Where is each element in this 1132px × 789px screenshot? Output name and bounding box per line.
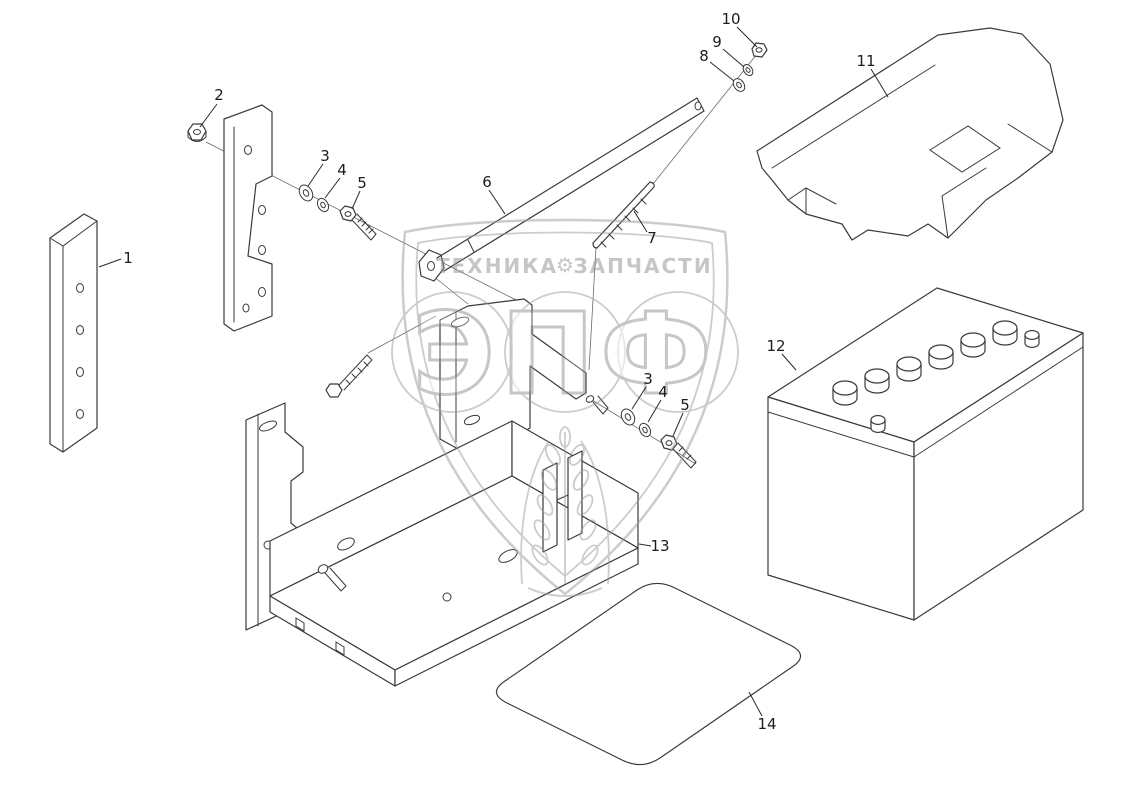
callout-4a: 4: [324, 161, 347, 199]
part-battery-cover: [756, 27, 1064, 241]
callout-3b: 3: [631, 370, 653, 410]
part-nut-10: [751, 42, 768, 58]
svg-text:3: 3: [320, 147, 330, 165]
part-nut-2: [187, 123, 207, 142]
callouts: 1 2 3 4 5 6 7 8: [98, 10, 889, 733]
part-washer-3b: [620, 408, 636, 426]
callout-3a: 3: [307, 147, 330, 187]
battery-terminals: [870, 329, 1040, 434]
callout-7: 7: [633, 210, 657, 247]
svg-text:7: 7: [647, 229, 657, 247]
part-bracket-left: [49, 213, 98, 453]
part-bolt-tray: [325, 354, 373, 398]
svg-text:2: 2: [214, 86, 224, 104]
svg-text:1: 1: [123, 249, 133, 267]
callout-8: 8: [699, 47, 735, 82]
callout-14: 14: [748, 691, 777, 733]
part-battery: [767, 287, 1084, 621]
callout-4b: 4: [647, 383, 668, 423]
watermark: ТЕХНИКА ⚙ ЗАПЧАСТИ ЭПФ: [391, 218, 739, 597]
callout-11: 11: [856, 52, 889, 98]
callout-2: 2: [199, 86, 224, 128]
svg-text:10: 10: [721, 10, 740, 28]
callout-12: 12: [766, 337, 797, 371]
svg-text:9: 9: [712, 33, 722, 51]
svg-text:6: 6: [482, 173, 492, 191]
svg-text:4: 4: [337, 161, 347, 179]
watermark-text-left: ТЕХНИКА: [436, 254, 558, 278]
part-washer-9: [742, 64, 754, 76]
part-washer-8: [732, 78, 746, 92]
svg-text:12: 12: [766, 337, 785, 355]
svg-text:3: 3: [643, 370, 653, 388]
svg-text:13: 13: [650, 537, 669, 555]
watermark-logo-text: ЭПФ: [413, 290, 718, 420]
svg-text:14: 14: [757, 715, 776, 733]
part-bolt-5a: [339, 205, 377, 241]
watermark-text-right: ЗАПЧАСТИ: [573, 254, 712, 278]
part-washer-4b: [638, 422, 652, 438]
battery-filler-caps: [832, 320, 1018, 406]
part-mat: [495, 582, 802, 766]
part-threaded-rod: [592, 181, 655, 249]
svg-text:5: 5: [680, 396, 690, 414]
callout-13: 13: [638, 537, 670, 555]
callout-6: 6: [482, 173, 506, 215]
part-stud: [585, 395, 609, 415]
svg-text:11: 11: [856, 52, 875, 70]
part-support-tube: [418, 97, 705, 282]
svg-text:4: 4: [658, 383, 668, 401]
part-washer-4a: [316, 197, 330, 213]
part-bracket-plate: [223, 104, 273, 332]
callout-5b: 5: [672, 396, 690, 437]
svg-text:8: 8: [699, 47, 709, 65]
wheat-ornament-icon: [520, 426, 610, 597]
svg-text:5: 5: [357, 174, 367, 192]
part-washer-3a: [298, 184, 314, 202]
callout-9: 9: [712, 33, 745, 68]
callout-1: 1: [98, 249, 133, 268]
callout-10: 10: [721, 10, 758, 48]
callout-5a: 5: [351, 174, 367, 210]
gear-icon: ⚙: [556, 253, 576, 277]
